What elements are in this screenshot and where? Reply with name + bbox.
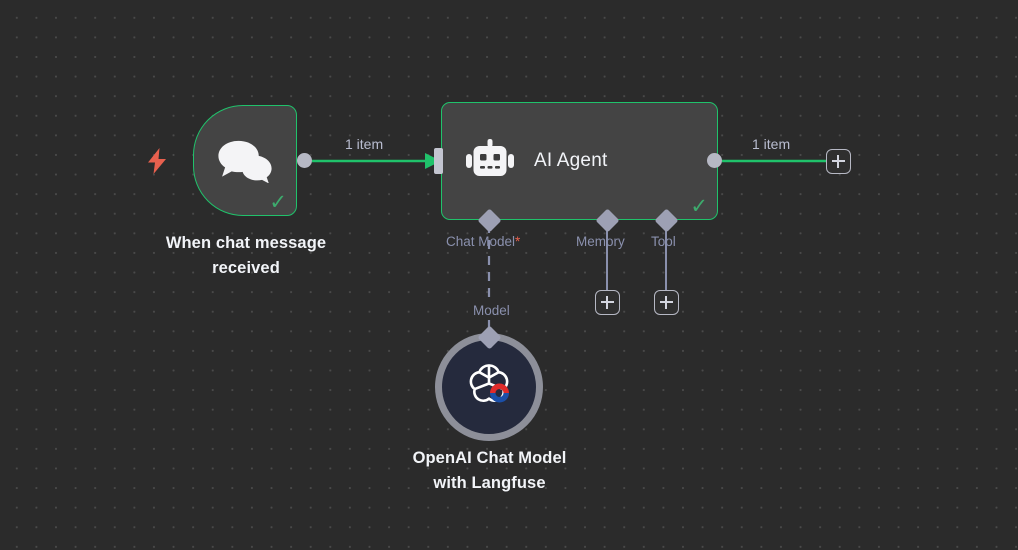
add-tool-node-button[interactable] <box>654 290 679 315</box>
langfuse-magnet-icon <box>490 383 509 403</box>
required-marker: * <box>515 234 521 249</box>
trigger-status-check-icon: ✓ <box>269 191 287 214</box>
lightning-bolt-icon <box>148 148 166 174</box>
robot-icon <box>466 139 514 176</box>
trigger-output-port[interactable] <box>297 153 312 168</box>
add-output-node-button[interactable] <box>826 149 851 174</box>
openai-node-label: OpenAI Chat Model with Langfuse <box>412 449 567 492</box>
agent-node-label: AI Agent <box>534 150 608 171</box>
node-ai-agent[interactable]: AI Agent ✓ <box>441 102 718 220</box>
agent-memory-label: Memory <box>576 234 625 249</box>
openai-connection-label: Model <box>468 302 515 320</box>
trigger-node-label: When chat message received <box>165 234 327 277</box>
agent-status-check-icon: ✓ <box>690 195 708 218</box>
agent-output-port[interactable] <box>707 153 722 168</box>
chat-bubbles-icon <box>218 140 272 183</box>
edge-label-agent-output: 1 item <box>752 136 791 152</box>
agent-chat-model-label: Chat Model* <box>446 234 521 249</box>
node-when-chat-message-received[interactable]: ✓ <box>193 105 297 216</box>
edge-label-trigger-output: 1 item <box>345 136 384 152</box>
add-memory-node-button[interactable] <box>595 290 620 315</box>
agent-tool-label: Tool <box>651 234 676 249</box>
node-openai-chat-model[interactable] <box>435 333 543 441</box>
openai-langfuse-logo <box>469 364 509 403</box>
agent-input-port[interactable] <box>434 148 443 174</box>
